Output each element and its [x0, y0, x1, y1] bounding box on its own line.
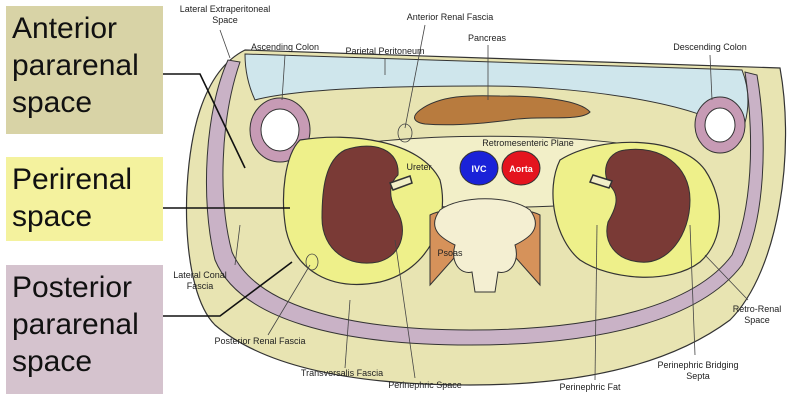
ivc-vessel — [459, 150, 499, 186]
leader-bridging-septa — [689, 224, 696, 356]
label-lateral-conal-1: Lateral Conal — [173, 270, 227, 280]
posterior-pararenal-space-label: Posterior pararenal space — [6, 265, 163, 394]
leader-posterior-renal-fascia — [267, 264, 311, 336]
label-parietal-peritoneum: Parietal Peritoneum — [345, 46, 424, 56]
leader-lateral-conal — [234, 224, 241, 266]
leader-lateral-extraperitoneal — [219, 29, 231, 59]
label-transversalis-fascia: Transversalis Fascia — [301, 368, 383, 378]
label-bridging-septa-1: Perinephric Bridging — [657, 360, 738, 370]
anterior-renal-fascia-marker — [397, 123, 413, 143]
left-kidney — [321, 145, 403, 264]
label-retro-renal-2: Space — [744, 315, 770, 325]
leader-transversalis-fascia — [344, 299, 351, 369]
box-line: space — [12, 86, 93, 119]
label-descending-colon: Descending Colon — [673, 42, 747, 52]
label-perinephric-space: Perinephric Space — [388, 380, 462, 390]
label-lateral-extraperitoneal-1: Lateral Extraperitoneal — [180, 4, 271, 14]
label-pancreas: Pancreas — [468, 33, 507, 43]
leader-perinephric-fat — [594, 224, 598, 381]
left-ureter — [388, 175, 413, 191]
box-line: space — [12, 345, 93, 378]
leader-ascending-colon — [281, 54, 286, 101]
label-bridging-septa-2: Septa — [686, 371, 710, 381]
posterior-renal-fascia-marker — [305, 253, 319, 271]
anterior-pararenal-space-label: Anterior pararenal space — [6, 6, 163, 134]
label-retro-renal-1: Retro-Renal — [733, 304, 782, 314]
box-line: pararenal — [12, 49, 139, 82]
posterior-box-pointer — [163, 261, 293, 317]
descending-colon-lumen — [704, 107, 736, 143]
ivc-label: IVC — [471, 164, 487, 174]
muscle-wall — [205, 59, 764, 346]
leader-descending-colon — [709, 54, 713, 101]
box-line: Anterior — [12, 12, 118, 45]
label-lateral-conal-2: Fascia — [187, 281, 214, 291]
label-posterior-renal-fascia: Posterior Renal Fascia — [214, 336, 305, 346]
right-ureter — [588, 174, 614, 189]
leader-retro-renal — [704, 254, 749, 301]
label-perinephric-fat: Perinephric Fat — [559, 382, 621, 392]
label-ascending-colon: Ascending Colon — [251, 42, 319, 52]
box-line: pararenal — [12, 308, 139, 341]
anterior-box-pointer — [163, 73, 246, 169]
label-anterior-renal-fascia: Anterior Renal Fascia — [407, 12, 494, 22]
ascending-colon-lumen — [260, 108, 300, 152]
vertebra — [434, 198, 536, 293]
perirenal-space-label: Perirenal space — [6, 157, 163, 241]
label-lateral-extraperitoneal-2: Space — [212, 15, 238, 25]
aorta-label: Aorta — [509, 164, 533, 174]
leader-perinephric-space — [394, 239, 416, 379]
box-line: space — [12, 200, 93, 233]
label-retromesenteric-plane: Retromesenteric Plane — [482, 138, 574, 148]
right-kidney — [605, 148, 691, 263]
label-ureter: Ureter — [406, 162, 431, 172]
label-psoas: Psoas — [437, 248, 463, 258]
aorta-vessel — [501, 150, 541, 186]
leader-anterior-renal-fascia — [404, 24, 426, 129]
box-line: Posterior — [12, 271, 133, 304]
box-line: Perirenal — [12, 163, 133, 196]
